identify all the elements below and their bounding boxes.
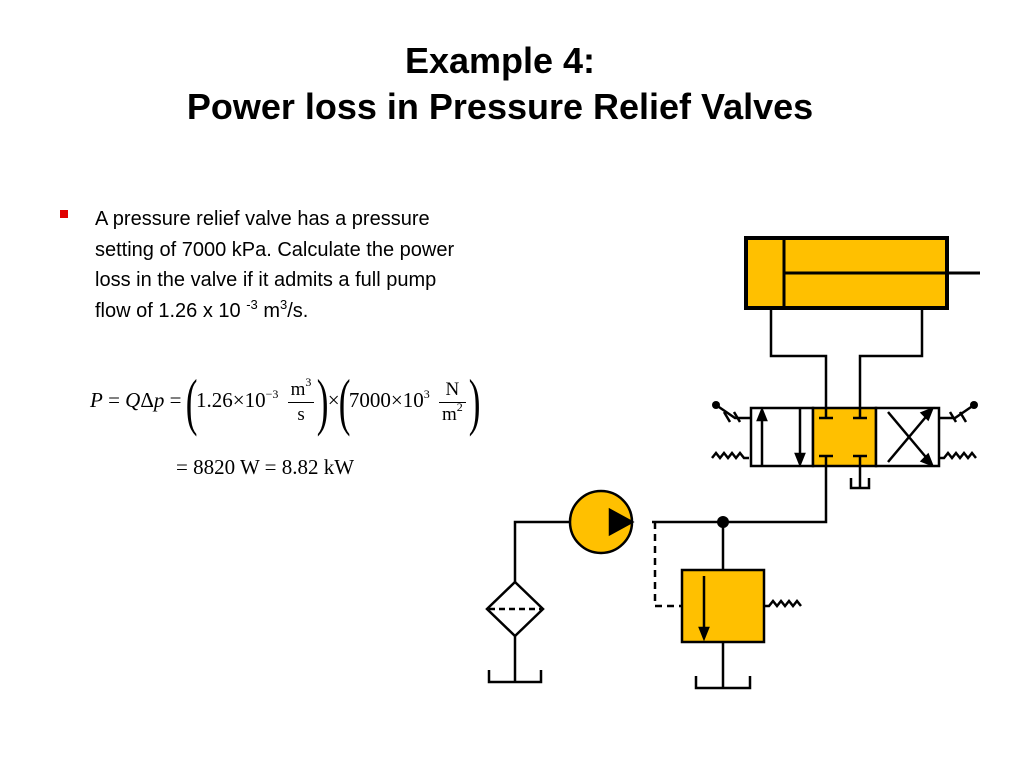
eq-lhs: P (90, 387, 103, 412)
bullet-text: A pressure relief valve has a pressure s… (95, 204, 465, 326)
lever-right-hatch (958, 411, 968, 423)
slide-title: Example 4: Power loss in Pressure Relief… (0, 38, 1000, 130)
pressure-line (652, 466, 828, 524)
tank-icon (694, 676, 752, 690)
eq-pressure-exp: 3 (423, 386, 430, 401)
pressure-unit-den: m (441, 403, 457, 425)
tank-icon (849, 478, 871, 490)
tank-icon (487, 670, 543, 684)
lever-left-hatch (722, 411, 732, 423)
spring-right-icon (939, 450, 977, 461)
pressure-unit-den-exp: 2 (456, 399, 463, 414)
pressure-unit-num: N (438, 378, 466, 403)
cylinder-port-b (858, 308, 924, 408)
left-paren-icon: ( (185, 366, 198, 437)
eq-equals-2: = (164, 387, 187, 412)
pump-arrow-icon (608, 507, 635, 537)
right-paren-icon: ) (468, 366, 481, 437)
title-line-2: Power loss in Pressure Relief Valves (186, 86, 814, 127)
lever-knob-icon (712, 401, 720, 409)
problem-statement: A pressure relief valve has a pressure s… (60, 204, 480, 326)
unit-base: m (257, 299, 280, 322)
title-line-1: Example 4: (404, 40, 596, 81)
unit-tail: /s. (287, 299, 309, 322)
cylinder-port-a (769, 308, 828, 408)
right-paren-icon: ) (317, 366, 329, 437)
lever-left-icon (715, 403, 751, 420)
lever-knob-icon (970, 401, 978, 409)
relief-valve-icon (680, 568, 766, 644)
arrow-head-icon (919, 452, 935, 468)
arrow-head-icon (919, 406, 935, 422)
unit-exponent: 3 (280, 296, 288, 312)
flow-unit-num: m (290, 378, 306, 400)
eq-times: × (327, 387, 340, 412)
spring-left-icon (711, 450, 749, 461)
eq-delta: Δ (140, 387, 154, 412)
eq-q: Q (125, 387, 141, 412)
lever-left-hatch (732, 411, 742, 423)
arrow-head-icon (794, 452, 806, 468)
flow-exponent: -3 (246, 296, 258, 312)
eq-p: p (153, 387, 165, 412)
equation-line-2: = 8820 W = 8.82 kW (176, 455, 355, 479)
relief-spring-icon (764, 598, 802, 609)
eq-equals-1: = (102, 387, 126, 412)
left-paren-icon: ( (338, 366, 351, 437)
bullet-square-icon (60, 210, 68, 218)
valve-cross-arrow-2 (887, 411, 931, 463)
lever-right-hatch (948, 411, 958, 423)
valve-center-envelope (811, 406, 878, 468)
eq-flow-exp: −3 (265, 386, 279, 401)
arrow-head-icon (698, 626, 710, 642)
lever-right-icon (939, 403, 975, 420)
flow-unit-den: s (297, 403, 305, 425)
eq-flow-value: 1.26×10 (196, 387, 266, 412)
junction-dot-icon (717, 516, 729, 528)
flow-unit-num-exp: 3 (305, 374, 312, 389)
eq-pressure-value: 7000×10 (348, 387, 424, 412)
pilot-line (653, 522, 682, 608)
arrow-head-icon (756, 406, 768, 422)
suction-line (513, 520, 570, 582)
bullet-main-text: A pressure relief valve has a pressure s… (95, 208, 455, 322)
